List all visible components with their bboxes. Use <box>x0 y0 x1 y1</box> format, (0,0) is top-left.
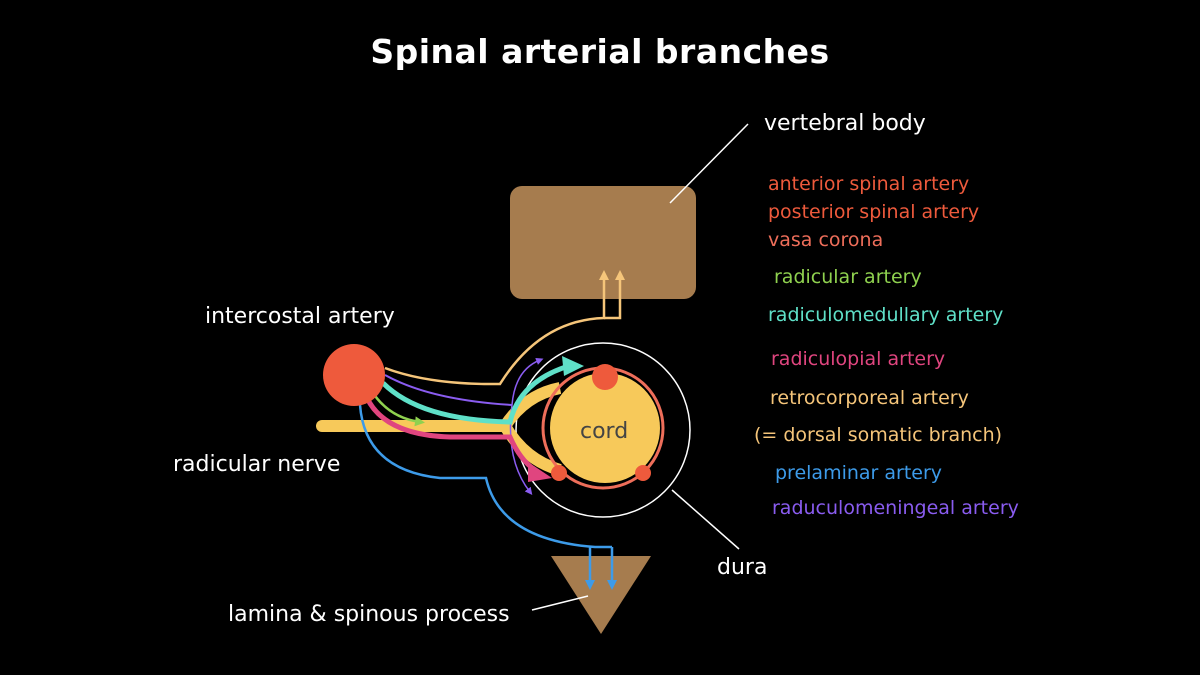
cord-shape <box>550 373 660 483</box>
radiculopial-arrowhead <box>528 462 552 482</box>
legend-radiculomedullary-artery: radiculomedullary artery <box>768 304 1004 326</box>
intercostal-artery-label: intercostal artery <box>205 304 395 329</box>
dura-circle <box>515 342 691 518</box>
vertebral-body-label: vertebral body <box>764 111 926 136</box>
retrocorporeal-artery-branch <box>604 270 625 320</box>
radiculomedullary-artery-path <box>381 362 573 425</box>
radicular-nerve-label: radicular nerve <box>173 452 341 477</box>
legend-radicular-artery: radicular artery <box>774 266 922 288</box>
intercostal-artery-circle <box>323 344 385 406</box>
diagram-title: Spinal arterial branches <box>370 32 830 71</box>
lamina-shape <box>551 556 651 634</box>
anterior-spinal-artery-dot <box>592 364 618 390</box>
posterior-spinal-artery-dot-left <box>551 465 567 481</box>
radiculomeningeal-arc-up <box>511 357 544 406</box>
legend-prelaminar-artery: prelaminar artery <box>775 462 943 484</box>
prelaminar-artery-path <box>358 404 612 549</box>
retrocorporeal-artery-path <box>384 270 609 386</box>
cord-label: cord <box>580 419 628 444</box>
posterior-spinal-artery-dot-right <box>635 465 651 481</box>
lamina-label: lamina & spinous process <box>228 602 510 627</box>
dura-leader <box>671 489 740 550</box>
vertebral-body-leader <box>669 123 749 204</box>
legend-posterior-spinal-artery: posterior spinal artery <box>768 201 980 223</box>
radiculomeningeal-artery-path <box>384 374 513 406</box>
legend-retrocorporeal-artery: retrocorporeal artery <box>770 387 969 409</box>
legend-vasa-corona: vasa corona <box>768 229 884 251</box>
legend-radiculopial-artery: radiculopial artery <box>771 348 946 370</box>
radicular-artery-path <box>371 392 425 427</box>
radiculomedullary-arrowhead <box>562 356 584 376</box>
legend-radiculomeningeal-artery: raduculomeningeal artery <box>772 497 1019 519</box>
radiculopial-artery-path <box>364 396 537 473</box>
vertebral-body-shape <box>510 186 696 299</box>
dura-label: dura <box>717 555 768 580</box>
lamina-leader <box>531 595 589 611</box>
legend-dorsal-somatic-branch: (= dorsal somatic branch) <box>754 424 1003 446</box>
legend-anterior-spinal-artery: anterior spinal artery <box>768 173 970 195</box>
